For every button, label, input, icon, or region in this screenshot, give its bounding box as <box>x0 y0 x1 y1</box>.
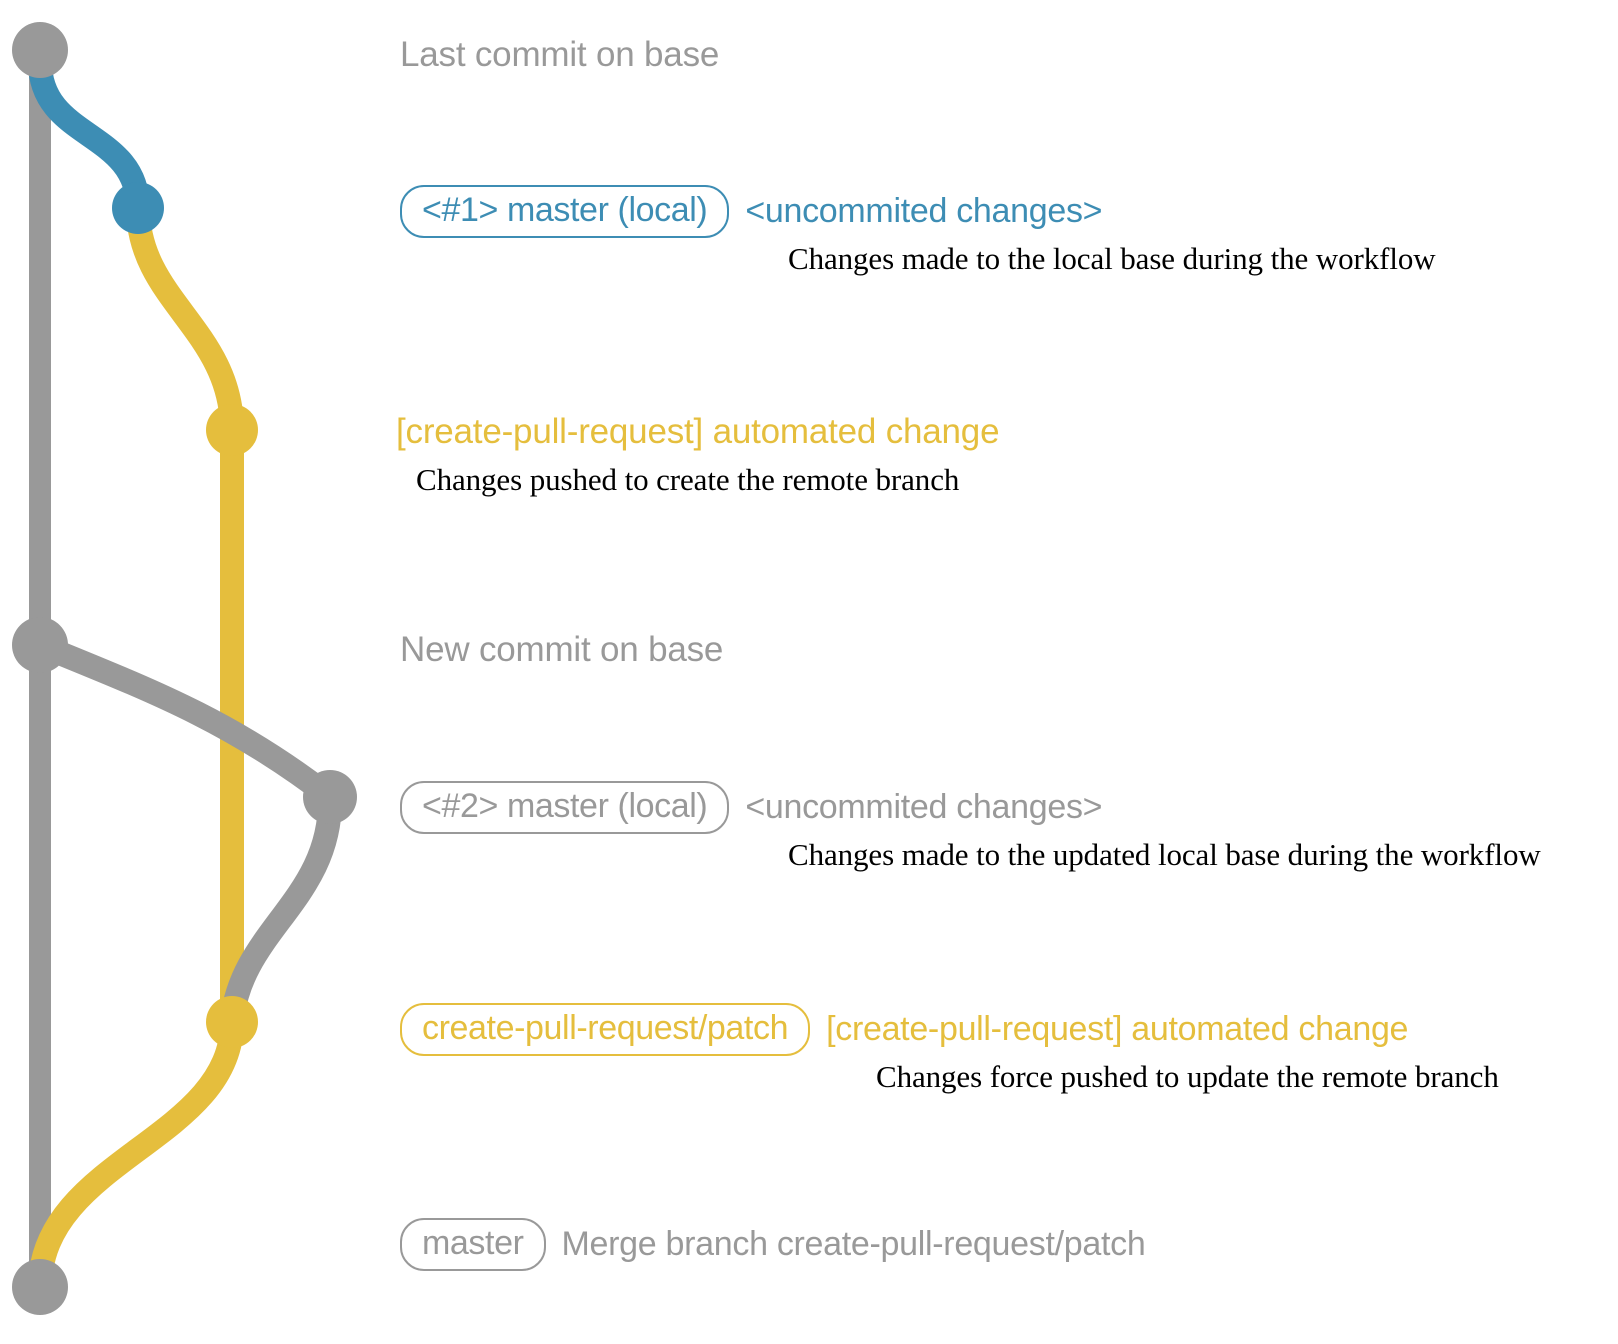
ref-pill-master-local-1[interactable]: <#1> master (local) <box>400 185 730 238</box>
description-master-local-1: Changes made to the local base during th… <box>788 241 1436 276</box>
local-to-patch-line-2 <box>220 785 343 1034</box>
patch-commit-1-headline: [create-pull-request] automated change <box>396 412 1000 451</box>
ref-pill-create-pull-request-patch[interactable]: create-pull-request/patch <box>400 1003 811 1056</box>
row-patch-commit-1: [create-pull-request] automated change <box>396 412 1000 452</box>
node-last-commit-on-base <box>12 22 68 78</box>
ref-pill-master-local-2[interactable]: <#2> master (local) <box>400 781 730 834</box>
node-master-local-2 <box>303 770 357 824</box>
row-last-commit-on-base: Last commit on base <box>400 35 719 75</box>
local-branch-line-2 <box>28 633 342 809</box>
row-master-local-2: <#2> master (local) <uncommited changes> <box>400 781 1103 834</box>
description-master-local-2: Changes made to the updated local base d… <box>788 837 1541 872</box>
row-new-commit-on-base: New commit on base <box>400 630 723 670</box>
subject-patch-commit-2: [create-pull-request] automated change <box>826 1010 1409 1048</box>
last-commit-on-base-headline: Last commit on base <box>400 35 720 74</box>
subject-master-local-2: <uncommited changes> <box>745 788 1103 826</box>
node-master-local-1 <box>112 182 164 234</box>
patch-merge-line <box>28 1010 244 1299</box>
node-patch-commit-2 <box>206 996 258 1048</box>
row-merge-commit: master Merge branch create-pull-request/… <box>400 1218 1146 1271</box>
node-patch-commit-1 <box>206 404 258 456</box>
local-branch-line-1 <box>28 50 150 220</box>
patch-branch-line-1 <box>126 196 244 1034</box>
row-master-local-1: <#1> master (local) <uncommited changes> <box>400 185 1103 238</box>
ref-pill-master[interactable]: master <box>400 1218 546 1271</box>
new-commit-on-base-headline: New commit on base <box>400 630 724 669</box>
subject-master-local-1: <uncommited changes> <box>745 192 1103 230</box>
node-new-commit-on-base <box>12 617 68 673</box>
node-merge-commit <box>12 1259 68 1315</box>
subject-merge-commit: Merge branch create-pull-request/patch <box>561 1225 1146 1263</box>
description-patch-commit-2: Changes force pushed to update the remot… <box>876 1059 1499 1094</box>
description-patch-commit-1: Changes pushed to create the remote bran… <box>416 462 960 497</box>
row-patch-commit-2: create-pull-request/patch [create-pull-r… <box>400 1003 1408 1056</box>
